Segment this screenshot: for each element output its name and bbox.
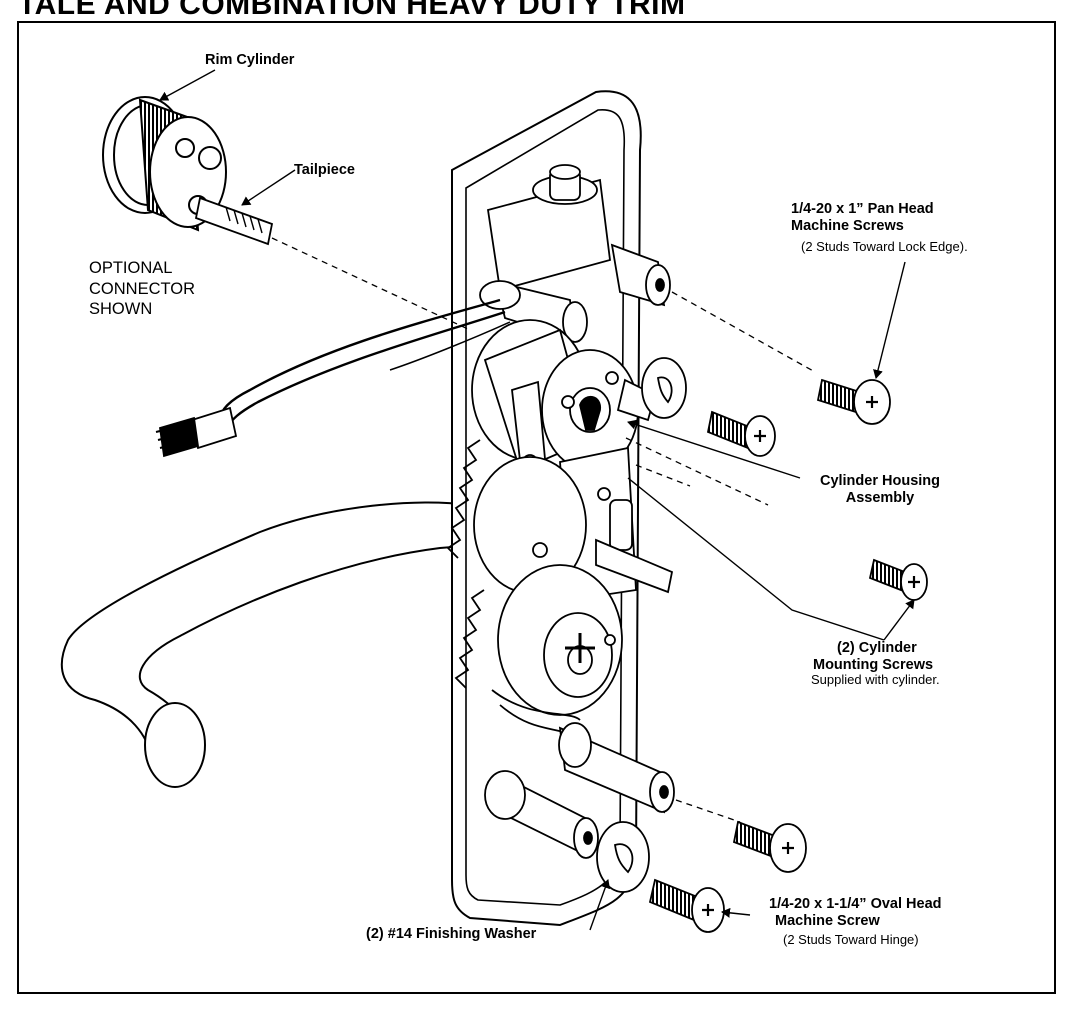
pan-head-screw-lower (732, 820, 807, 873)
label-oval-head-line2: Machine Screw (775, 912, 880, 929)
label-mounting-line2: Mounting Screws (813, 656, 934, 673)
label-pan-head-note: (2 Studs Toward Lock Edge). (801, 239, 968, 255)
rim-cylinder (102, 96, 227, 232)
leader-mounting-a (627, 477, 885, 641)
leader-oval-head (721, 907, 751, 918)
label-tailpiece: Tailpiece (294, 162, 355, 178)
label-optional-line3: SHOWN (89, 300, 153, 319)
label-cylinder-housing: Cylinder Housing Assembly (800, 473, 960, 506)
leader-rim-cylinder (159, 69, 216, 101)
lever-handle (60, 501, 470, 788)
label-mounting-note: Supplied with cylinder. (811, 672, 940, 688)
finishing-washer-lower (596, 821, 650, 893)
label-rim-cylinder: Rim Cylinder (205, 52, 295, 68)
label-cylinder-housing-line2: Assembly (845, 489, 915, 506)
label-cylinder-housing-line1: Cylinder Housing (819, 473, 941, 489)
leader-mounting-b (883, 599, 915, 641)
oval-head-screw (648, 878, 725, 933)
label-oval-head-line1: 1/4-20 x 1-1/4” Oval Head (769, 896, 942, 912)
pan-head-screw (816, 378, 891, 425)
leader-tailpiece (241, 169, 296, 206)
label-mounting-line1: (2) Cylinder (837, 640, 917, 656)
internal-mechanism (446, 164, 675, 859)
cylinder-mounting-screw-a (706, 410, 776, 457)
label-optional-line2: CONNECTOR (89, 279, 196, 298)
leader-pan-head (873, 261, 906, 379)
label-finishing-washer: (2) #14 Finishing Washer (366, 926, 537, 942)
leader-lines (159, 69, 915, 931)
label-optional-line1: OPTIONAL (89, 259, 173, 277)
label-oval-head-note: (2 Studs Toward Hinge) (783, 932, 919, 948)
page-title: TALE AND COMBINATION HEAVY DUTY TRIM (18, 0, 686, 21)
label-cylinder-mounting: (2) Cylinder Mounting Screws Supplied wi… (811, 640, 940, 688)
label-optional-connector: OPTIONAL CONNECTOR SHOWN (89, 258, 195, 320)
label-pan-head-screws: 1/4-20 x 1” Pan Head Machine Screws (2 S… (791, 201, 968, 255)
tailpiece (194, 196, 274, 246)
alignment-lines (271, 237, 816, 823)
leader-cylinder-housing (627, 419, 801, 479)
leader-washer (589, 879, 610, 931)
wire-harness (218, 298, 511, 429)
cylinder-mounting-screw-b (868, 558, 928, 601)
label-pan-head-line2: Machine Screws (791, 217, 904, 234)
finishing-washer-upper (641, 357, 687, 419)
wire-connector (155, 406, 238, 458)
diagram-frame (17, 21, 1056, 994)
label-oval-head-screw: 1/4-20 x 1-1/4” Oval Head Machine Screw … (769, 896, 942, 948)
label-pan-head-line1: 1/4-20 x 1” Pan Head (791, 201, 934, 217)
